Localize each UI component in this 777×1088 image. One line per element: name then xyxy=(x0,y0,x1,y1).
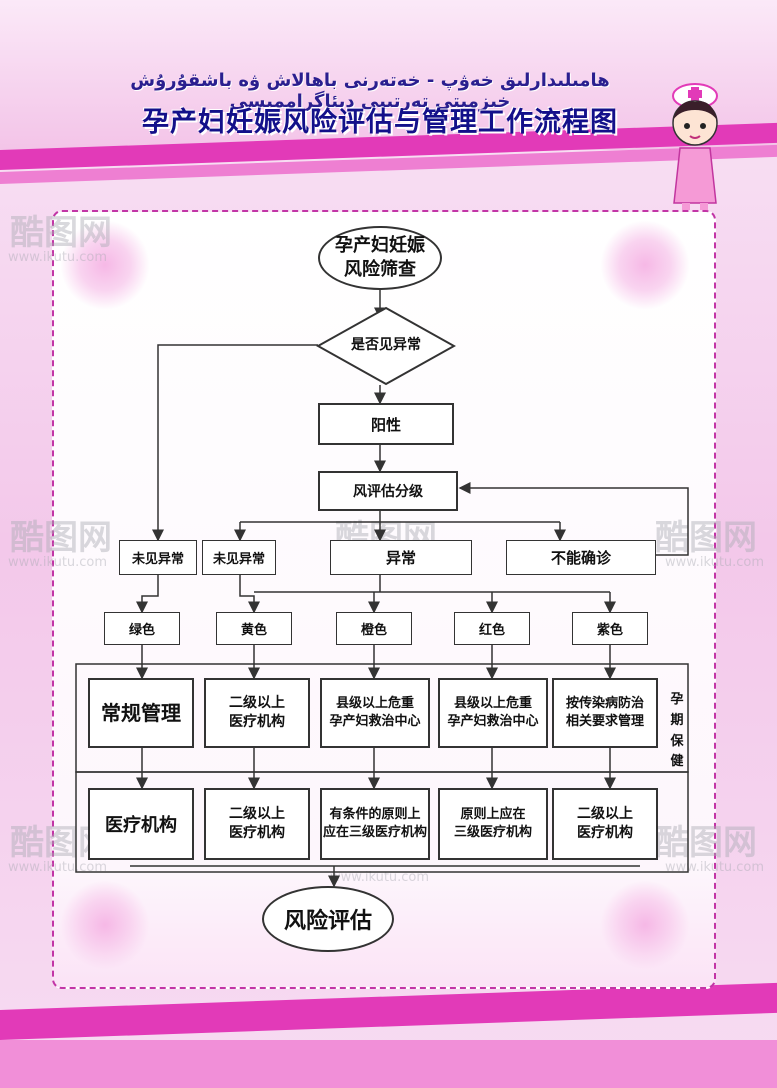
management-node-green: 常规管理 xyxy=(88,678,194,748)
footer-band xyxy=(0,1040,777,1088)
page-title: 孕产妇妊娠风险评估与管理工作流程图 xyxy=(142,107,618,138)
management-node-purple: 按传染病防治 相关要求管理 xyxy=(552,678,658,748)
management-node-red: 县级以上危重 孕产妇救治中心 xyxy=(438,678,548,748)
undiagnosed-node: 不能确诊 xyxy=(506,540,656,575)
decision-label: 是否见异常 xyxy=(351,337,421,353)
abnormal-node: 异常 xyxy=(330,540,472,575)
color-green-node: 绿色 xyxy=(104,612,180,645)
flower-decoration xyxy=(600,220,690,310)
delivery-node-yellow: 二级以上 医疗机构 xyxy=(204,788,310,860)
color-purple-node: 紫色 xyxy=(572,612,648,645)
management-node-orange: 县级以上危重 孕产妇救治中心 xyxy=(320,678,430,748)
no-abnormal-node-2: 未见异常 xyxy=(202,540,276,575)
delivery-node-purple: 二级以上 医疗机构 xyxy=(552,788,658,860)
start-screening-node: 孕产妇妊娠 风险筛查 xyxy=(318,226,442,290)
risk-assessment-end-node: 风险评估 xyxy=(262,886,394,952)
prenatal-care-label: 孕 期 保 健 xyxy=(670,692,684,770)
header-band xyxy=(0,0,777,150)
grading-node: 风评估分级 xyxy=(318,471,458,511)
color-red-node: 红色 xyxy=(454,612,530,645)
positive-node: 阳性 xyxy=(318,403,454,445)
decision-diamond xyxy=(316,306,456,386)
flower-decoration xyxy=(600,880,690,970)
color-orange-node: 橙色 xyxy=(336,612,412,645)
color-yellow-node: 黄色 xyxy=(216,612,292,645)
flower-decoration xyxy=(60,880,150,970)
uyghur-subtitle: ھامىلىدارلىق خەۋپ - خەتەرنى باھالاش ۋە ب… xyxy=(130,70,610,112)
no-abnormal-node-1: 未见异常 xyxy=(119,540,197,575)
delivery-node-green: 医疗机构 xyxy=(88,788,194,860)
delivery-node-red: 原则上应在 三级医疗机构 xyxy=(438,788,548,860)
management-node-yellow: 二级以上 医疗机构 xyxy=(204,678,310,748)
flower-decoration xyxy=(60,220,150,310)
delivery-node-orange: 有条件的原则上 应在三级医疗机构 xyxy=(320,788,430,860)
